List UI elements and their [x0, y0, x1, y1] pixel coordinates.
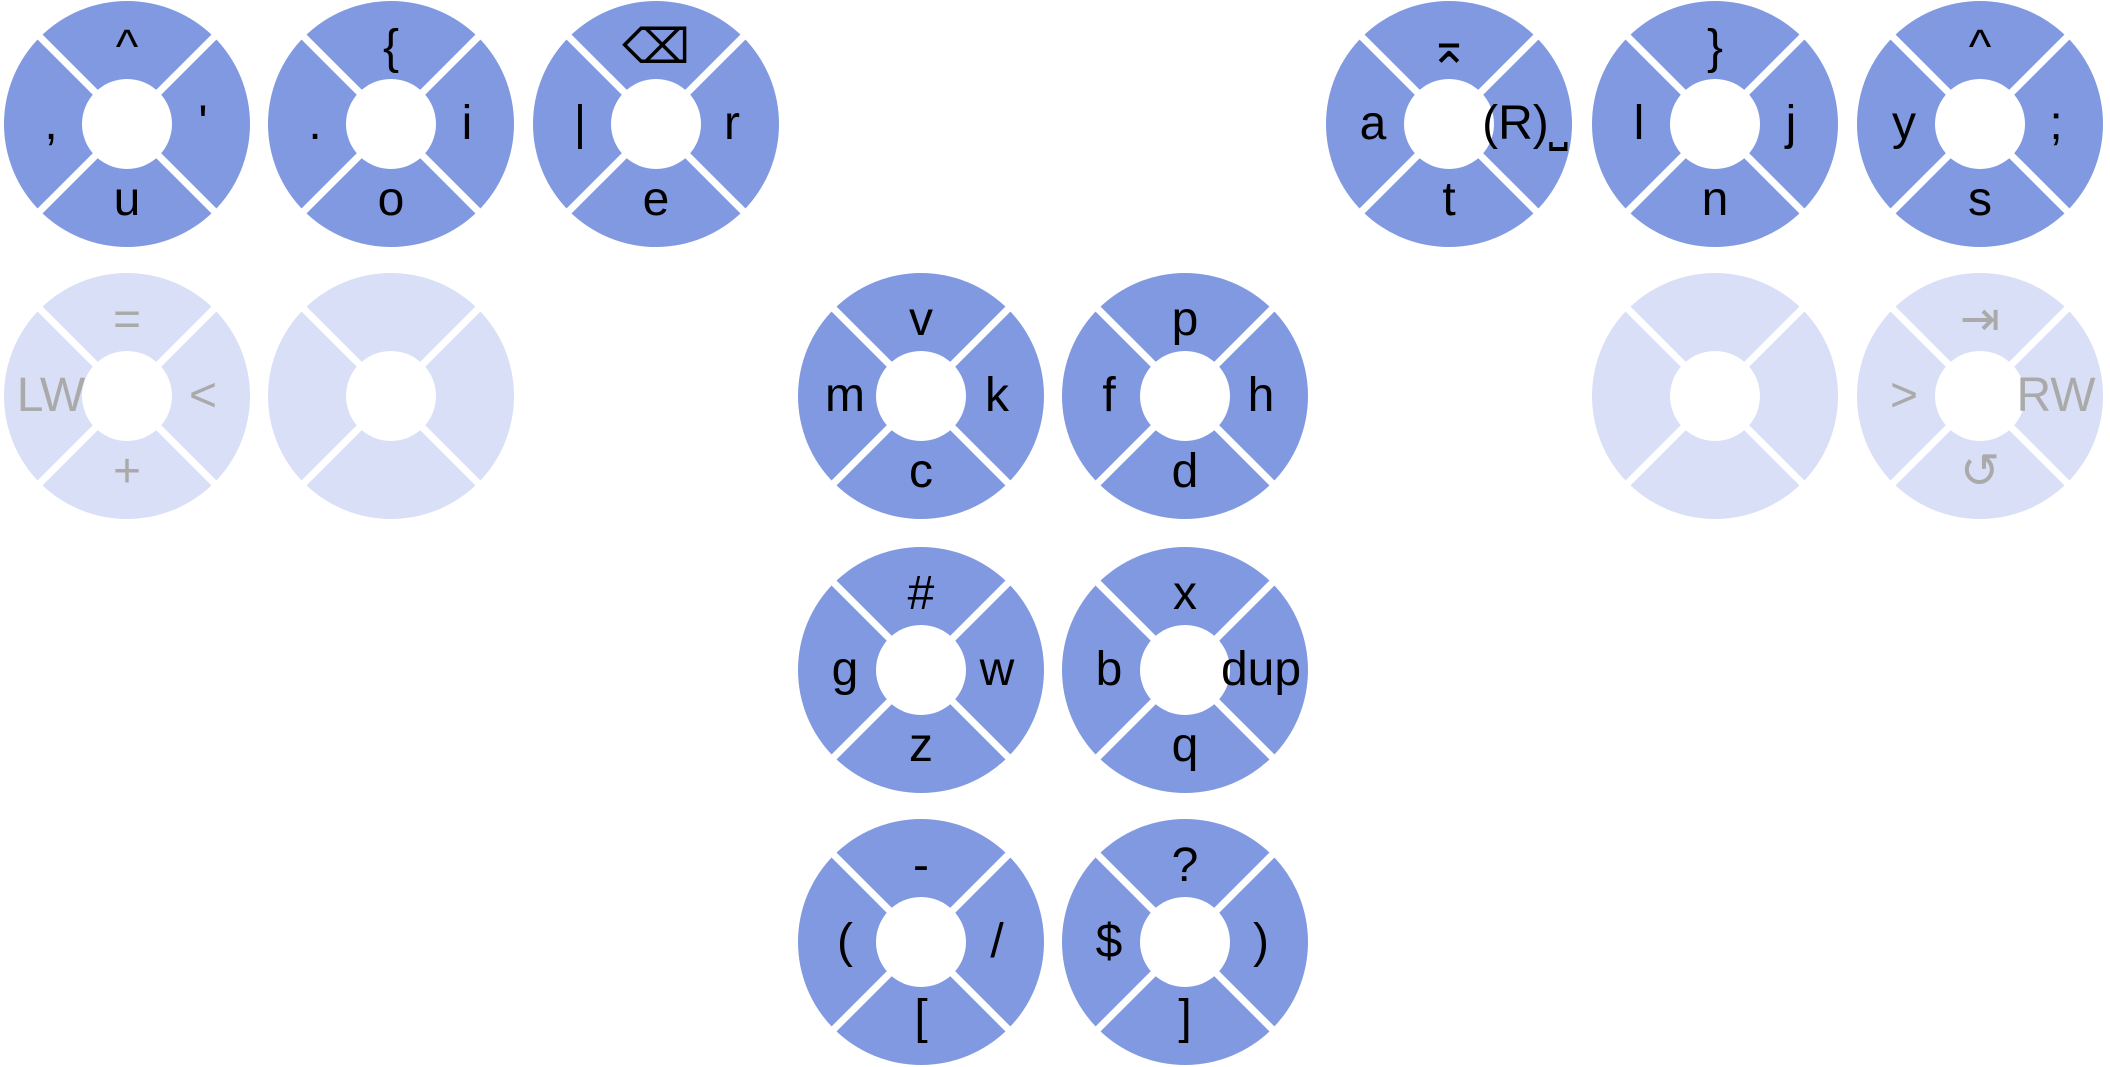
key-label-left[interactable]: m: [825, 369, 865, 422]
key-ring: [1060, 545, 1310, 795]
key-label-right[interactable]: ': [198, 97, 208, 150]
key-label-bottom[interactable]: q: [1171, 719, 1199, 772]
key-label-right[interactable]: w: [979, 643, 1015, 696]
key-label-bottom[interactable]: c: [909, 445, 933, 498]
key-label-top[interactable]: =: [112, 293, 142, 346]
key-label-bottom[interactable]: z: [909, 719, 933, 772]
key-label-left[interactable]: y: [1892, 97, 1916, 150]
key-right-4[interactable]: [1590, 271, 1840, 521]
key-label-right[interactable]: (R)⎵: [1482, 97, 1568, 150]
key-label-bottom[interactable]: o: [377, 173, 405, 226]
key-label-right[interactable]: RW: [2016, 369, 2096, 422]
key-right-1[interactable]: ⌅ a (R)⎵ t: [1324, 0, 1574, 249]
key-left-3[interactable]: ⌫ | r e: [531, 0, 781, 249]
key-right-3[interactable]: ^ y; s: [1855, 0, 2105, 249]
key-label-top[interactable]: v: [909, 293, 933, 346]
key-label-right[interactable]: r: [724, 97, 740, 150]
key-left-4[interactable]: = LW < +: [2, 271, 252, 521]
key-ring: [796, 271, 1046, 521]
key-label-left[interactable]: LW: [16, 369, 86, 422]
key-label-left[interactable]: a: [1359, 97, 1387, 150]
key-ring: [2, 271, 252, 521]
key-ring: [266, 271, 516, 521]
key-label-top[interactable]: x: [1173, 567, 1197, 620]
key-label-right[interactable]: /: [990, 915, 1004, 968]
key-label-bottom[interactable]: u: [113, 173, 141, 226]
key-label-bottom[interactable]: ]: [1178, 991, 1192, 1044]
hide-keyboard-icon[interactable]: ⌅: [1428, 21, 1470, 74]
key-label-left[interactable]: >: [1889, 369, 1919, 422]
key-label-bottom[interactable]: +: [112, 445, 142, 498]
key-ring: [1324, 0, 1574, 249]
key-label-top[interactable]: #: [907, 567, 935, 620]
key-label-bottom[interactable]: [: [914, 991, 928, 1044]
key-ring: [796, 817, 1046, 1067]
key-ring: [1060, 271, 1310, 521]
tab-icon[interactable]: ⇥: [1959, 293, 2001, 346]
key-label-top[interactable]: ^: [115, 21, 139, 74]
key-ring: [1590, 271, 1840, 521]
key-ring: [1855, 271, 2105, 521]
key-left-5[interactable]: [266, 271, 516, 521]
key-ring: [1060, 817, 1310, 1067]
key-ring: [1855, 0, 2105, 249]
key-label-right[interactable]: dup: [1220, 643, 1302, 696]
key-ring: [2, 0, 252, 249]
key-label-left[interactable]: .: [308, 97, 322, 150]
key-right-5[interactable]: ⇥ > RW ↺: [1855, 271, 2105, 521]
key-label-top[interactable]: }: [1706, 21, 1724, 74]
key-label-bottom[interactable]: d: [1171, 445, 1199, 498]
key-label-left[interactable]: f: [1102, 369, 1116, 422]
key-ring: [796, 545, 1046, 795]
key-label-bottom[interactable]: n: [1701, 173, 1729, 226]
key-ring: [266, 0, 516, 249]
key-label-bottom[interactable]: t: [1442, 173, 1456, 226]
key-label-left[interactable]: ,: [44, 97, 58, 150]
key-label-bottom[interactable]: s: [1968, 173, 1992, 226]
key-label-top[interactable]: -: [913, 839, 929, 892]
key-label-right[interactable]: k: [985, 369, 1009, 422]
key-label-bottom[interactable]: e: [642, 173, 670, 226]
key-label-top[interactable]: ^: [1968, 21, 1992, 74]
key-label-left[interactable]: b: [1095, 643, 1123, 696]
key-ring: [1590, 0, 1840, 249]
key-label-left[interactable]: (: [837, 915, 853, 968]
key-label-top[interactable]: {: [382, 21, 400, 74]
key-label-left[interactable]: l: [1633, 97, 1645, 150]
undo-icon[interactable]: ↺: [1959, 445, 2001, 498]
key-label-right[interactable]: j: [1785, 97, 1797, 150]
key-label-right[interactable]: <: [188, 369, 218, 422]
key-center-5[interactable]: - ( / [: [796, 817, 1046, 1067]
key-label-right[interactable]: i: [461, 97, 473, 150]
key-label-top[interactable]: p: [1171, 293, 1199, 346]
key-left-1[interactable]: ^, ' u: [2, 0, 252, 249]
key-label-right[interactable]: h: [1247, 369, 1275, 422]
key-label-left[interactable]: |: [573, 97, 587, 150]
key-right-2[interactable]: } l j n: [1590, 0, 1840, 249]
key-label-top[interactable]: ?: [1171, 839, 1199, 892]
key-center-6[interactable]: ? $)]: [1060, 817, 1310, 1067]
backspace-icon[interactable]: ⌫: [622, 21, 690, 74]
key-label-left[interactable]: $: [1095, 915, 1123, 968]
key-left-2[interactable]: {. i o: [266, 0, 516, 249]
key-label-right[interactable]: ): [1253, 915, 1269, 968]
key-ring: [531, 0, 781, 249]
key-label-right[interactable]: ;: [2049, 97, 2063, 150]
key-label-left[interactable]: g: [831, 643, 859, 696]
